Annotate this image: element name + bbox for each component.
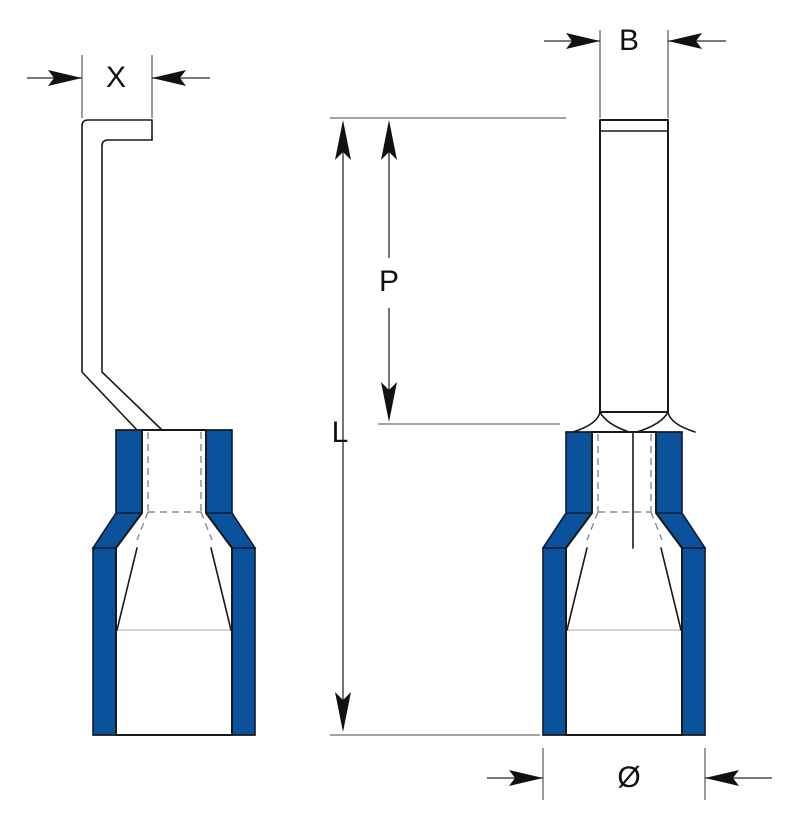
pin-flare-right — [667, 411, 696, 433]
right-terminal-view — [541, 119, 707, 736]
diameter-arrowhead-right — [705, 770, 739, 786]
x-arrowhead-left — [48, 70, 82, 86]
hidden-taper-left — [136, 511, 149, 541]
core-taper-right — [205, 512, 233, 549]
right-hidden-taper-right — [650, 511, 663, 541]
x-arrowhead-right — [152, 70, 186, 86]
pin-blade — [599, 119, 669, 413]
hidden-taper-right — [200, 511, 213, 541]
diameter-arrowhead-left — [509, 770, 543, 786]
pin-flare-left-inner — [599, 411, 630, 433]
b-arrowhead-right — [668, 33, 702, 49]
dimension-label-l: L — [332, 416, 349, 449]
dimension-x-group: X — [27, 55, 210, 118]
dimension-b-group: B — [544, 24, 726, 118]
l-arrowhead-bottom — [335, 692, 351, 732]
left-terminal-view — [81, 119, 257, 736]
right-core-funnel-right — [660, 547, 682, 631]
dimension-label-b: B — [619, 24, 639, 57]
dimension-label-diameter: Ø — [617, 761, 640, 794]
right-core-taper-right — [655, 512, 683, 549]
dimension-diameter-group: Ø — [487, 748, 772, 800]
l-arrowhead-top — [335, 120, 351, 160]
pin-flare-left — [572, 411, 601, 433]
core-taper-left — [115, 512, 143, 549]
right-hidden-taper-left — [586, 511, 599, 541]
b-arrowhead-left — [566, 33, 600, 49]
core-funnel-left — [116, 547, 138, 631]
hook-blade-inner-profile — [101, 139, 163, 431]
p-arrowhead-top — [381, 120, 397, 160]
dimension-p-group: P — [378, 117, 566, 425]
dimension-l-group: L — [330, 117, 566, 736]
core-funnel-right — [210, 547, 232, 631]
dimension-label-p: P — [379, 265, 399, 298]
p-arrowhead-bottom — [381, 382, 397, 422]
dimension-label-x: X — [106, 61, 126, 94]
right-core-funnel-left — [566, 547, 588, 631]
right-core-taper-left — [565, 512, 593, 549]
hook-blade-outer-profile — [81, 119, 153, 431]
pin-flare-right-inner — [636, 411, 669, 433]
